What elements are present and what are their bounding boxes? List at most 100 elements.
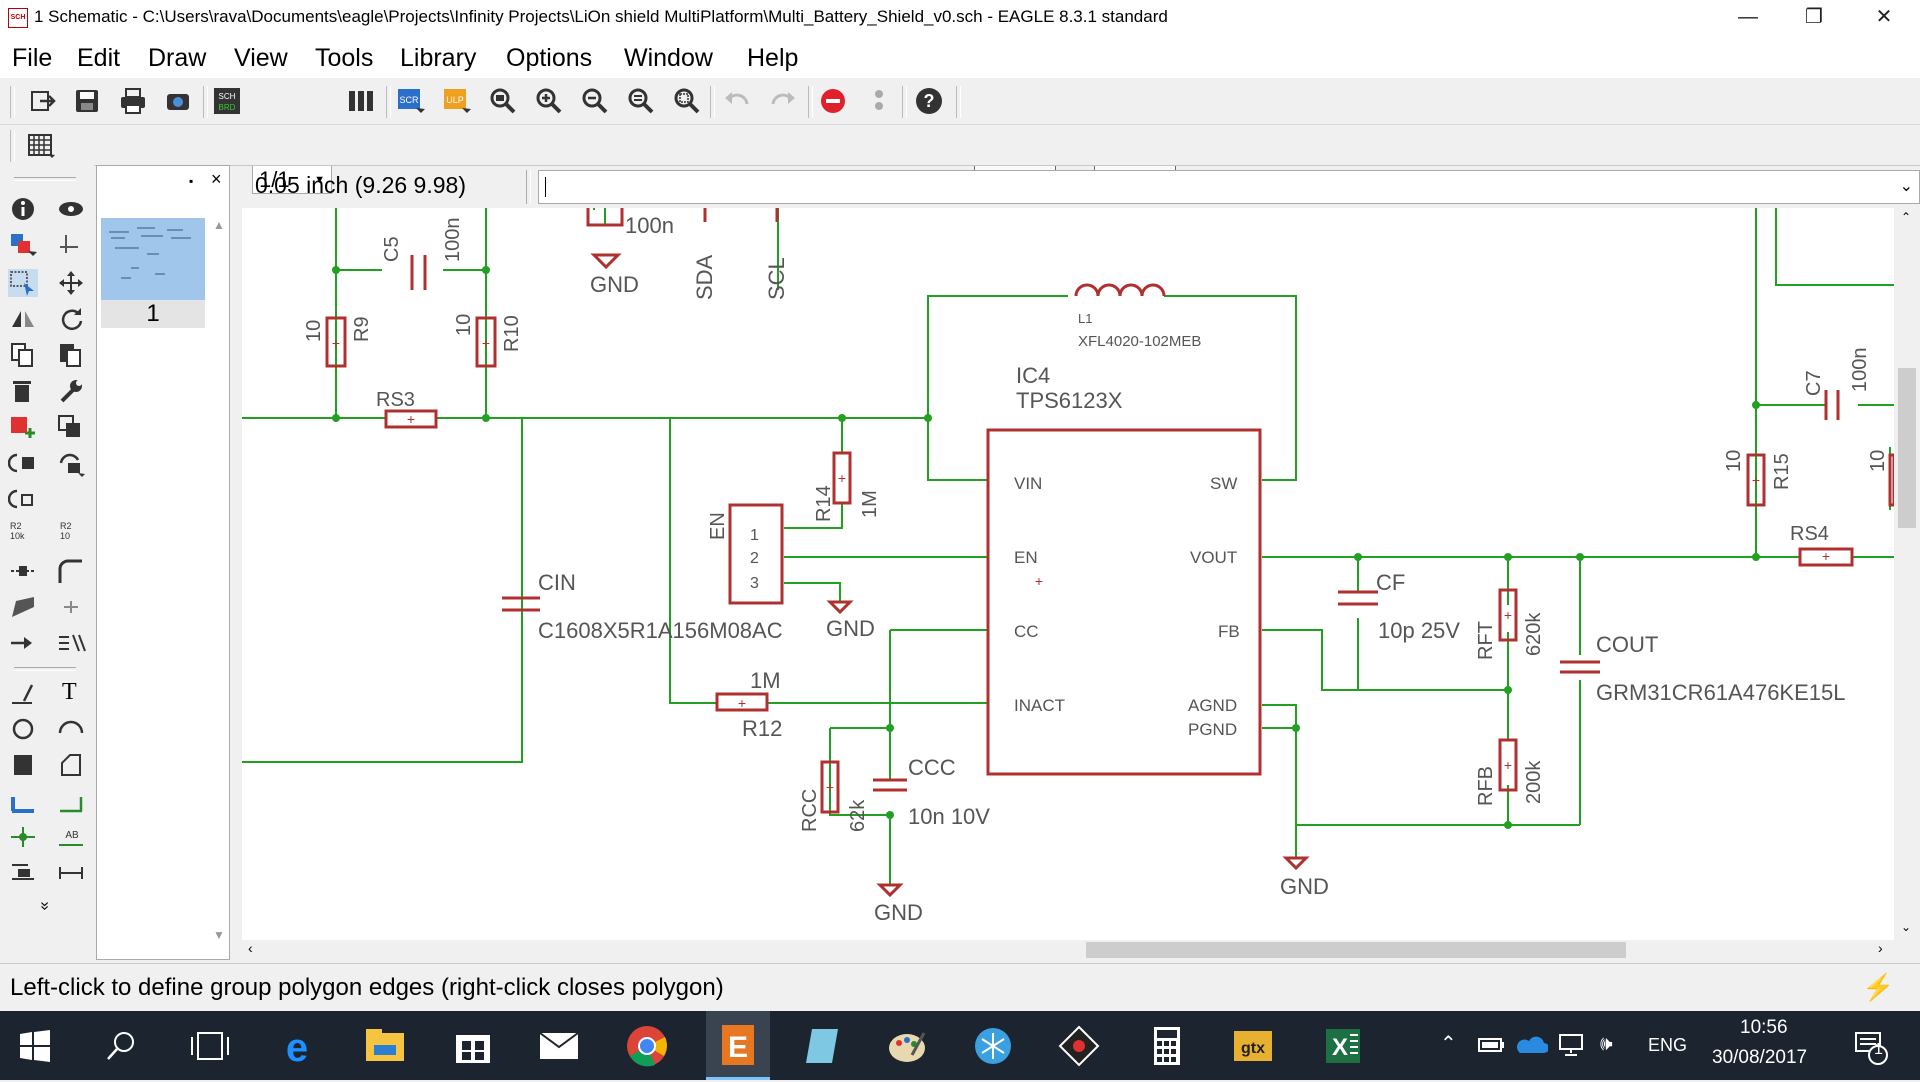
vertical-scroll-thumb[interactable] xyxy=(1898,368,1916,528)
info-icon[interactable] xyxy=(8,195,38,223)
text-icon[interactable]: T xyxy=(62,679,77,705)
circle-icon[interactable] xyxy=(8,715,38,743)
zoom-in-icon[interactable] xyxy=(534,86,564,116)
zoom-redraw-icon[interactable] xyxy=(626,86,656,116)
action-center-icon[interactable] xyxy=(1852,1029,1888,1065)
mirror-icon[interactable] xyxy=(8,305,38,333)
display-layers-icon[interactable] xyxy=(8,231,38,259)
replace-icon[interactable] xyxy=(56,413,86,441)
polygon-icon[interactable] xyxy=(56,751,86,779)
clock-time[interactable]: 10:56 xyxy=(1740,1017,1788,1038)
label-icon[interactable]: AB xyxy=(56,823,86,851)
slice-icon[interactable] xyxy=(56,593,86,621)
go-icon[interactable] xyxy=(864,86,894,116)
move-icon[interactable] xyxy=(56,269,86,297)
smash-icon[interactable] xyxy=(56,629,86,657)
copy-icon[interactable] xyxy=(8,341,38,369)
snowflake-icon[interactable] xyxy=(968,1021,1018,1071)
menu-library[interactable]: Library xyxy=(400,44,477,72)
grid-icon[interactable] xyxy=(26,130,56,160)
zoom-select-icon[interactable] xyxy=(672,86,702,116)
scroll-right-icon[interactable]: › xyxy=(1878,940,1883,956)
battery-icon[interactable] xyxy=(1478,1035,1506,1055)
volume-icon[interactable]: 🕪 xyxy=(1600,1033,1613,1055)
windows-start-icon[interactable] xyxy=(18,1029,52,1063)
network-icon[interactable] xyxy=(1558,1033,1586,1057)
open-icon[interactable] xyxy=(28,86,58,116)
close-panel-icon[interactable]: × xyxy=(211,169,222,189)
zoom-fit-icon[interactable] xyxy=(488,86,518,116)
optimize-icon[interactable] xyxy=(8,593,38,621)
tray-chevron-icon[interactable]: ⌃ xyxy=(1440,1033,1457,1055)
pinswap-icon[interactable] xyxy=(8,629,38,657)
scroll-left-icon[interactable]: ‹ xyxy=(248,940,253,956)
ulp-icon[interactable]: ULP xyxy=(442,86,472,116)
script-icon[interactable]: SCR xyxy=(396,86,426,116)
rect-icon[interactable] xyxy=(8,751,38,779)
redo-icon[interactable] xyxy=(768,86,798,116)
schematic-canvas[interactable]: +++ +++ +++ ++ C5 100n 10 R9 10 R10 RS3 … xyxy=(242,208,1894,940)
edge-icon[interactable]: e xyxy=(272,1021,322,1071)
chevron-down-icon[interactable]: ⌄ xyxy=(1899,178,1913,195)
onedrive-icon[interactable] xyxy=(1516,1035,1548,1055)
search-icon[interactable] xyxy=(104,1029,138,1063)
zoom-out-icon[interactable] xyxy=(580,86,610,116)
miter-icon[interactable] xyxy=(56,557,86,585)
command-line[interactable]: ⌄ xyxy=(538,170,1920,204)
menu-tools[interactable]: Tools xyxy=(315,44,374,72)
invoke-icon[interactable] xyxy=(8,485,38,513)
file-explorer-icon[interactable] xyxy=(360,1021,410,1071)
horizontal-scroll-thumb[interactable] xyxy=(1086,942,1626,958)
sheet-number[interactable]: 1 xyxy=(101,300,205,328)
swap-icon[interactable] xyxy=(8,449,38,477)
store-icon[interactable] xyxy=(448,1021,498,1071)
minimize-button[interactable]: — xyxy=(1738,6,1758,28)
scroll-down-icon[interactable]: ⌄ xyxy=(1901,920,1912,934)
chrome-icon[interactable] xyxy=(622,1021,672,1071)
add-part-icon[interactable] xyxy=(8,413,38,441)
print-icon[interactable] xyxy=(118,86,148,116)
menu-options[interactable]: Options xyxy=(506,44,593,72)
sheet-scrollbar[interactable]: ▲ ▼ xyxy=(209,218,227,958)
delete-icon[interactable] xyxy=(8,377,38,405)
mail-icon[interactable] xyxy=(534,1021,584,1071)
line-icon[interactable] xyxy=(8,679,38,707)
undo-icon[interactable] xyxy=(722,86,752,116)
task-view-icon[interactable] xyxy=(190,1029,230,1063)
paste-icon[interactable] xyxy=(56,341,86,369)
save-icon[interactable] xyxy=(72,86,102,116)
rotate-icon[interactable] xyxy=(56,305,86,333)
dimension-icon[interactable] xyxy=(56,859,86,887)
pin-icon[interactable]: ▪ xyxy=(189,174,194,188)
scroll-up-icon[interactable]: ⌃ xyxy=(1901,210,1912,224)
language-indicator[interactable]: ENG xyxy=(1648,1035,1688,1055)
close-button[interactable]: ✕ xyxy=(1875,6,1893,28)
calculator-icon[interactable] xyxy=(1142,1021,1192,1071)
horizontal-scrollbar[interactable]: ‹ › xyxy=(242,940,1894,960)
paper-icon[interactable] xyxy=(796,1021,846,1071)
menu-edit[interactable]: Edit xyxy=(77,44,121,72)
clock-date[interactable]: 30/08/2017 xyxy=(1712,1047,1808,1068)
cam-icon[interactable] xyxy=(163,86,193,116)
vertical-scrollbar[interactable]: ⌃ ⌄ xyxy=(1894,208,1920,940)
excel-icon[interactable]: X xyxy=(1318,1021,1368,1071)
book-icon[interactable] xyxy=(346,86,376,116)
more-tools-icon[interactable]: » xyxy=(36,901,54,911)
net-icon[interactable] xyxy=(56,787,86,815)
menu-draw[interactable]: Draw xyxy=(148,44,207,72)
attribute-icon[interactable] xyxy=(8,859,38,887)
sheet-thumbnail[interactable] xyxy=(101,218,205,300)
diamond-app-icon[interactable] xyxy=(1054,1021,1104,1071)
bus-icon[interactable] xyxy=(8,787,38,815)
gateswap-icon[interactable] xyxy=(56,449,86,477)
value-tool[interactable]: R2 10 xyxy=(60,521,72,541)
arc-icon[interactable] xyxy=(56,715,86,743)
bolt-icon[interactable]: ⚡ xyxy=(1862,972,1895,1002)
show-icon[interactable] xyxy=(56,195,86,223)
eagle-app-icon[interactable]: E xyxy=(706,1011,770,1080)
menu-view[interactable]: View xyxy=(234,44,288,72)
help-icon[interactable]: ? xyxy=(914,86,944,116)
name-tool[interactable]: R2 10k xyxy=(10,521,25,541)
scroll-down-icon[interactable]: ▼ xyxy=(213,928,225,942)
